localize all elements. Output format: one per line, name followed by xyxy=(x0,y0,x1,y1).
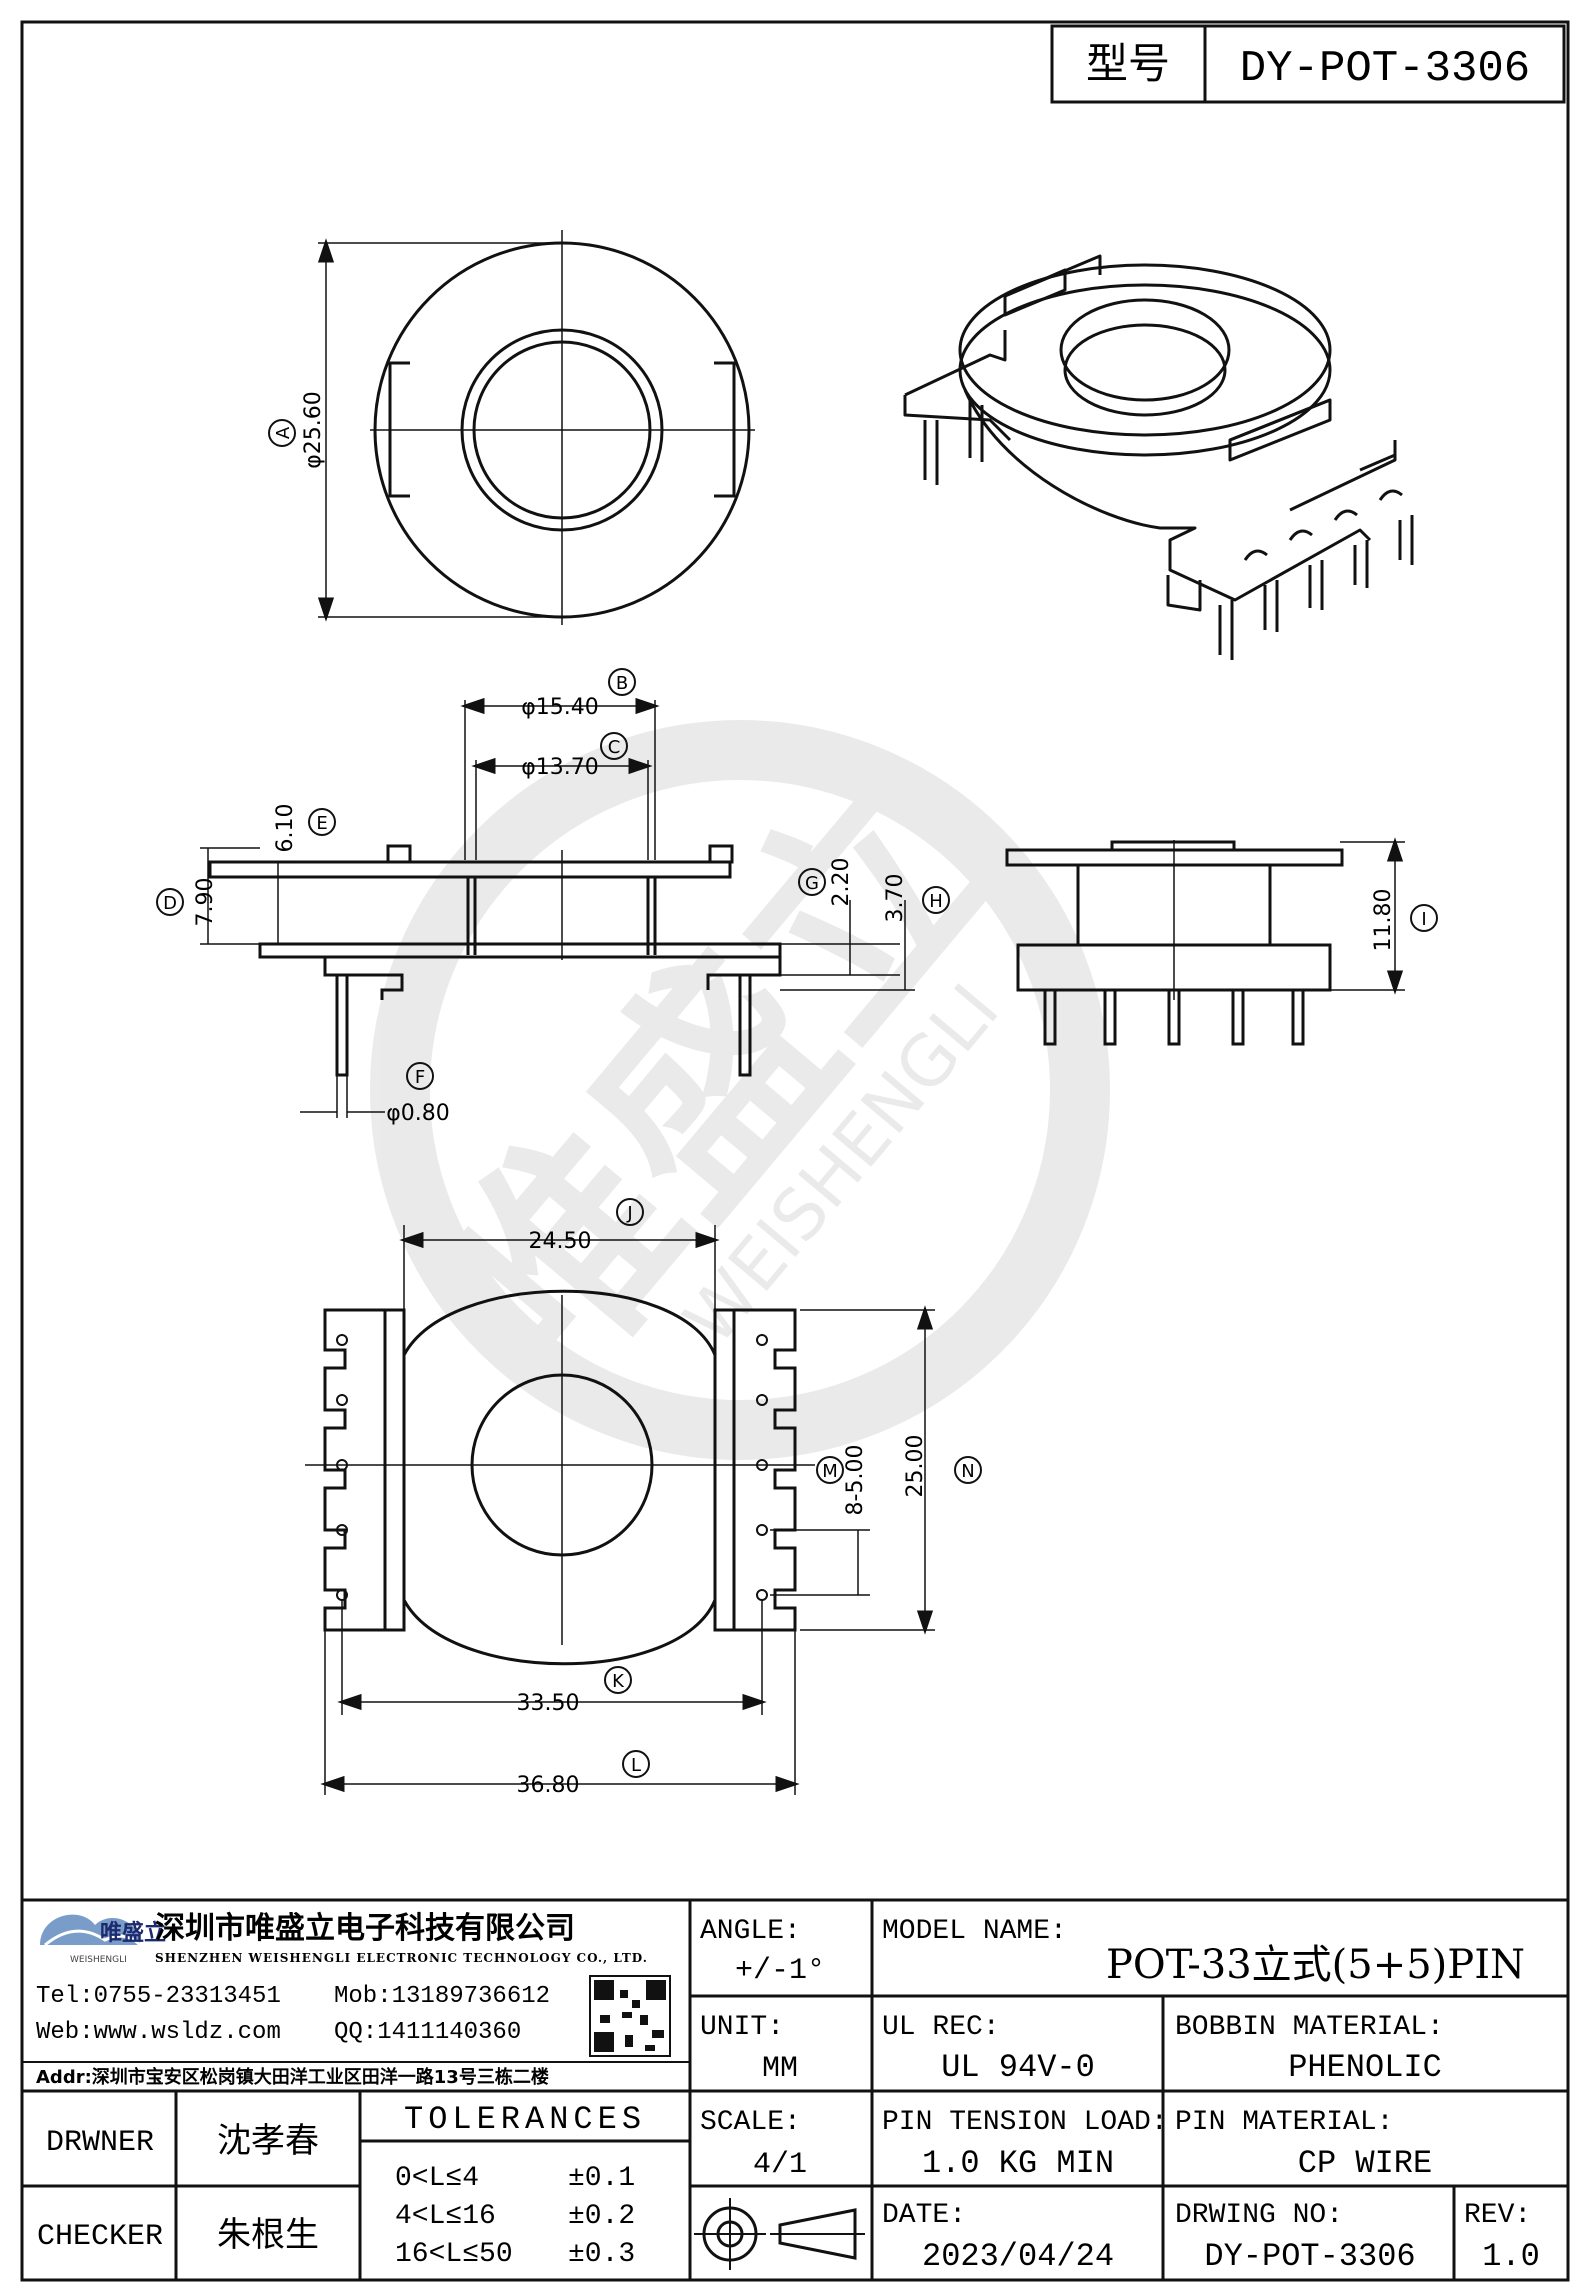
dim-m: M 8-5.00 xyxy=(816,1445,868,1516)
dim-i-tag: I xyxy=(1421,909,1426,930)
dim-h-tag: H xyxy=(929,891,943,912)
dim-c: φ13.70 C xyxy=(521,732,628,780)
dim-e: 6.10 E xyxy=(273,804,336,853)
dim-d-value: 7.90 xyxy=(193,878,218,927)
dim-h-value: 3.70 xyxy=(883,874,908,923)
dim-b-value: φ15.40 xyxy=(521,695,599,720)
dim-j: 24.50 J xyxy=(529,1198,644,1254)
tol-3-value: ±0.3 xyxy=(568,2239,635,2270)
drawing-border xyxy=(20,20,1570,2282)
angle-label: ANGLE: xyxy=(700,1916,801,1947)
drwner-value: 沈孝春 xyxy=(217,2121,319,2161)
dim-k-tag: K xyxy=(612,1671,625,1692)
ul-rec-value: UL 94V-0 xyxy=(941,2049,1095,2086)
company-addr: Addr:深圳市宝安区松岗镇大田洋工业区田洋一路13号三栋二楼 xyxy=(36,2066,549,2088)
dim-a-value: φ25.60 xyxy=(301,391,326,469)
dim-c-tag: C xyxy=(608,737,621,758)
dim-l-value: 36.80 xyxy=(517,1773,580,1798)
company-tel: Tel:0755-23313451 xyxy=(36,1983,281,2010)
tol-1-value: ±0.1 xyxy=(568,2163,635,2194)
scale-label: SCALE: xyxy=(700,2107,801,2138)
qr-code xyxy=(589,1975,671,2057)
tolerances-label: TOLERANCES xyxy=(404,2101,646,2138)
dim-j-tag: J xyxy=(626,1203,632,1224)
dim-g-value: 2.20 xyxy=(829,858,854,907)
pin-tension-value: 1.0 KG MIN xyxy=(922,2145,1114,2182)
dim-k: 33.50 K xyxy=(517,1666,632,1716)
dim-g-tag: G xyxy=(805,873,819,894)
logo-en-text: WEISHENGLI xyxy=(70,1955,127,1965)
company-name-en: SHENZHEN WEISHENGLI ELECTRONIC TECHNOLOG… xyxy=(155,1951,648,1965)
model-name-label: MODEL NAME: xyxy=(882,1916,1067,1947)
angle-value: +/-1° xyxy=(735,1954,825,1988)
bobbin-material-value: PHENOLIC xyxy=(1288,2049,1442,2086)
side-elevation xyxy=(200,697,915,1118)
model-name-value: POT-33立式(5+5)PIN xyxy=(1106,1942,1525,1988)
dim-f: F φ0.80 xyxy=(386,1062,450,1126)
dim-b-tag: B xyxy=(616,673,628,694)
tol-2-value: ±0.2 xyxy=(568,2201,635,2232)
tol-3-range: 16<L≤50 xyxy=(395,2239,513,2270)
dim-n-value: 25.00 xyxy=(903,1435,928,1498)
unit-value: MM xyxy=(762,2052,798,2086)
logo-cn-text: 唯盛立 xyxy=(100,1920,166,1946)
dim-d-tag: D xyxy=(163,893,177,914)
dim-f-tag: F xyxy=(415,1067,425,1088)
tol-2-range: 4<L≤16 xyxy=(395,2201,496,2232)
scale-value: 4/1 xyxy=(753,2148,807,2182)
ul-rec-label: UL REC: xyxy=(882,2012,1000,2043)
tol-1-range: 0<L≤4 xyxy=(395,2163,479,2194)
drwner-label: DRWNER xyxy=(46,2126,154,2160)
rev-value: 1.0 xyxy=(1482,2238,1540,2275)
header-type-value: DY-POT-3306 xyxy=(1240,44,1530,94)
dim-f-value: φ0.80 xyxy=(386,1101,450,1126)
company-web: Web:www.wsldz.com xyxy=(36,2019,281,2046)
dim-a-tag: A xyxy=(273,426,294,439)
dim-n-tag: N xyxy=(961,1461,974,1482)
dim-h: 3.70 H xyxy=(883,874,950,923)
pin-material-label: PIN MATERIAL: xyxy=(1175,2107,1393,2138)
dim-j-value: 24.50 xyxy=(529,1229,592,1254)
drawing-no-value: DY-POT-3306 xyxy=(1204,2238,1415,2275)
checker-value: 朱根生 xyxy=(217,2215,319,2255)
dim-l-tag: L xyxy=(631,1755,641,1776)
rev-label: REV: xyxy=(1464,2200,1531,2231)
dim-i-value: 11.80 xyxy=(1371,889,1396,952)
dim-e-value: 6.10 xyxy=(273,804,298,853)
dim-m-value: 8-5.00 xyxy=(843,1445,868,1516)
dim-b: φ15.40 B xyxy=(521,668,636,720)
dim-m-tag: M xyxy=(822,1461,838,1482)
checker-label: CHECKER xyxy=(37,2220,163,2254)
bobbin-material-label: BOBBIN MATERIAL: xyxy=(1175,2012,1444,2043)
date-value: 2023/04/24 xyxy=(922,2238,1114,2275)
dim-c-value: φ13.70 xyxy=(521,755,599,780)
dim-a: A φ25.60 xyxy=(268,391,326,469)
company-qq: QQ:1411140360 xyxy=(334,2019,521,2046)
company-mob: Mob:13189736612 xyxy=(334,1983,550,2010)
unit-label: UNIT: xyxy=(700,2012,784,2043)
dim-e-tag: E xyxy=(316,813,327,834)
title-block-grid xyxy=(22,1898,1568,2280)
pin-material-value: CP WIRE xyxy=(1298,2145,1432,2182)
dim-l: 36.80 L xyxy=(517,1750,650,1798)
isometric-view xyxy=(903,254,1414,660)
company-logo: 唯盛立 WEISHENGLI xyxy=(40,1914,166,1965)
dim-n: 25.00 N xyxy=(903,1435,982,1498)
dim-k-value: 33.50 xyxy=(517,1691,580,1716)
top-view xyxy=(317,230,755,625)
header-type-label: 型号 xyxy=(1086,39,1170,88)
bottom-view xyxy=(305,1225,935,1795)
dim-d: D 7.90 xyxy=(156,878,218,927)
dim-i: 11.80 I xyxy=(1371,889,1438,952)
front-elevation xyxy=(1005,837,1405,1046)
company-name-cn: 深圳市唯盛立电子科技有限公司 xyxy=(155,1911,575,1946)
projection-symbol-icon xyxy=(694,2198,865,2270)
pin-tension-label: PIN TENSION LOAD: xyxy=(882,2107,1168,2138)
model-header-box: 型号 DY-POT-3306 xyxy=(1050,24,1566,104)
company-block: 唯盛立 WEISHENGLI 深圳市唯盛立电子科技有限公司 SHENZHEN W… xyxy=(36,1911,671,2088)
dim-g: G 2.20 xyxy=(798,858,854,907)
drawing-no-label: DRWING NO: xyxy=(1175,2200,1343,2231)
date-label: DATE: xyxy=(882,2200,966,2231)
